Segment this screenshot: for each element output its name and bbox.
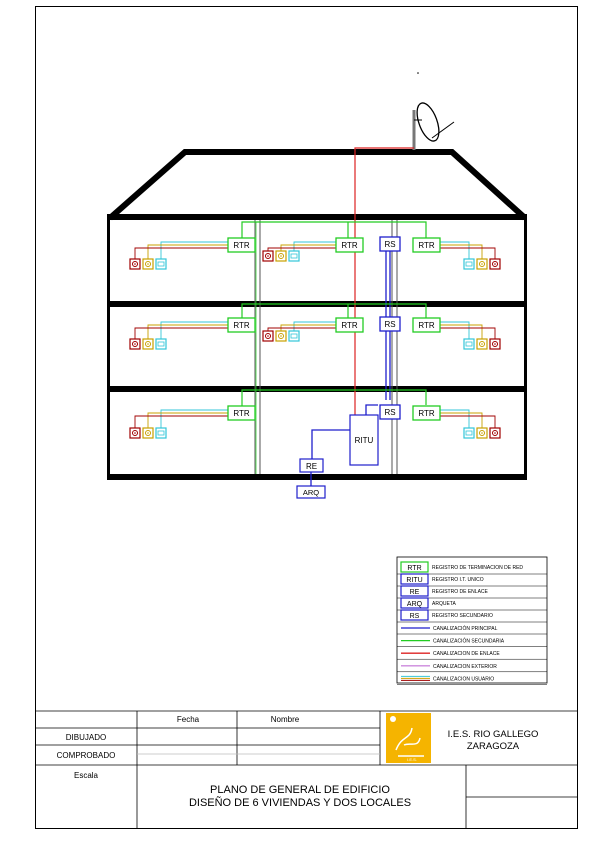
title-block-text: Fecha Nombre DIBUJADO COMPROBADO Escala … xyxy=(57,715,539,809)
legend-code: ARQ xyxy=(407,601,423,608)
re-label: RE xyxy=(306,462,317,471)
rtr-left: RTR xyxy=(227,237,256,253)
rtv-outlet-icon xyxy=(129,338,141,350)
comprobado-label: COMPROBADO xyxy=(57,751,116,760)
rtr-middle: RTR xyxy=(335,317,364,333)
outlets xyxy=(129,250,501,439)
rtv-outlet-icon xyxy=(262,250,274,262)
rtr-middle: RTR xyxy=(335,237,364,253)
rtr-right: RTR xyxy=(412,237,441,253)
legend-text: REGISTRO SECUNDARIO xyxy=(432,613,493,619)
legend-code: RITU xyxy=(406,577,422,584)
legend-line-row: CANALIZACIÓN SECUNDARIA xyxy=(397,638,547,647)
legend-text: CANALIZACIÓN SECUNDARIA xyxy=(433,638,505,645)
rtr-left: RTR xyxy=(227,317,256,333)
data-outlet-icon xyxy=(288,250,300,262)
legend-row-rs: RS REGISTRO SECUNDARIO xyxy=(397,609,547,623)
rtr-middle-label: RTR xyxy=(341,241,358,250)
data-outlet-icon xyxy=(155,338,167,350)
legend-text: CANALIZACION DE ENLACE xyxy=(433,651,500,657)
rtr-left-label: RTR xyxy=(233,241,250,250)
school-logo xyxy=(386,713,431,763)
legend-code: RE xyxy=(410,589,420,596)
satellite-antenna-icon xyxy=(412,72,455,150)
rtv-outlet-icon xyxy=(129,427,141,439)
internal-walls xyxy=(254,220,398,474)
rtr-middle-label: RTR xyxy=(341,321,358,330)
legend-text: REGISTRO DE ENLACE xyxy=(432,589,489,595)
canalizacion-usuario xyxy=(134,241,496,428)
phone-outlet-icon xyxy=(476,427,488,439)
legend-line-row: CANALIZACIÓN PRINCIPAL xyxy=(397,625,547,635)
legend-text: REGISTRO I.T. UNICO xyxy=(432,577,484,583)
plan-title-line1: PLANO DE GENERAL DE EDIFICIO xyxy=(210,784,390,796)
ritu-box: RITU xyxy=(349,414,379,466)
rtv-outlet-icon xyxy=(129,258,141,270)
rs-box: RS xyxy=(379,404,401,420)
registers: RTR RTR RTR RS RTR RTR RTR RS RTR RTR RS xyxy=(227,236,441,421)
legend-code: RTR xyxy=(407,565,421,572)
nombre-header: Nombre xyxy=(271,715,300,724)
rs-box-label: RS xyxy=(384,240,395,249)
data-outlet-icon xyxy=(155,427,167,439)
phone-outlet-icon xyxy=(142,338,154,350)
dibujado-label: DIBUJADO xyxy=(66,733,106,742)
phone-outlet-icon xyxy=(142,258,154,270)
drawing-frame xyxy=(35,6,578,829)
rtr-right: RTR xyxy=(412,405,441,421)
legend-text: ARQUETA xyxy=(432,601,456,607)
rtr-right-label: RTR xyxy=(418,409,435,418)
rtr-left-label: RTR xyxy=(233,409,250,418)
rs-box-label: RS xyxy=(384,408,395,417)
legend: RTR REGISTRO DE TERMINACION DE RED RITU REG… xyxy=(396,556,548,685)
canalizacion-enlace xyxy=(354,147,414,416)
canalizacion-secundaria xyxy=(241,221,427,474)
data-outlet-icon xyxy=(463,258,475,270)
legend-text: REGISTRO DE TERMINACION DE RED xyxy=(432,565,523,571)
building-structure xyxy=(108,149,528,221)
data-outlet-icon xyxy=(288,330,300,342)
data-outlet-icon xyxy=(463,338,475,350)
phone-outlet-icon xyxy=(476,258,488,270)
title-block xyxy=(35,710,578,829)
phone-outlet-icon xyxy=(142,427,154,439)
legend-line-row: CANALIZACION DE ENLACE xyxy=(397,651,547,660)
fecha-header: Fecha xyxy=(177,715,200,724)
legend-text: CANALIZACION EXTERIOR xyxy=(433,664,497,670)
phone-outlet-icon xyxy=(275,330,287,342)
legend-text: CANALIZACION USUARIO xyxy=(433,676,494,682)
legend-line-row: CANALIZACION EXTERIOR xyxy=(397,664,547,673)
rtr-right: RTR xyxy=(412,317,441,333)
legend-line-row: CANALIZACION USUARIO xyxy=(397,675,547,685)
phone-outlet-icon xyxy=(275,250,287,262)
school-name: I.E.S. RIO GALLEGO xyxy=(448,729,539,740)
phone-outlet-icon xyxy=(476,338,488,350)
data-outlet-icon xyxy=(155,258,167,270)
rs-box: RS xyxy=(379,316,401,332)
arq-box: ARQ xyxy=(296,485,326,499)
escala-label: Escala xyxy=(74,771,99,780)
school-city: ZARAGOZA xyxy=(467,741,520,752)
rtr-right-label: RTR xyxy=(418,321,435,330)
legend-code: RS xyxy=(410,613,420,620)
rtv-outlet-icon xyxy=(489,338,501,350)
rtr-right-label: RTR xyxy=(418,241,435,250)
rtv-outlet-icon xyxy=(489,427,501,439)
plan-title-line2: DISEÑO DE 6 VIVIENDAS Y DOS LOCALES xyxy=(189,796,411,809)
rtv-outlet-icon xyxy=(262,330,274,342)
rtr-left: RTR xyxy=(227,405,256,421)
rtv-outlet-icon xyxy=(489,258,501,270)
data-outlet-icon xyxy=(463,427,475,439)
arq-label: ARQ xyxy=(303,488,319,497)
rs-box-label: RS xyxy=(384,320,395,329)
rtr-left-label: RTR xyxy=(233,321,250,330)
legend-text: CANALIZACIÓN PRINCIPAL xyxy=(433,625,498,632)
ritu-label: RITU xyxy=(355,436,374,445)
rs-box: RS xyxy=(379,236,401,252)
re-box: RE xyxy=(299,458,324,473)
logo-text: I.E.S. xyxy=(407,757,417,762)
